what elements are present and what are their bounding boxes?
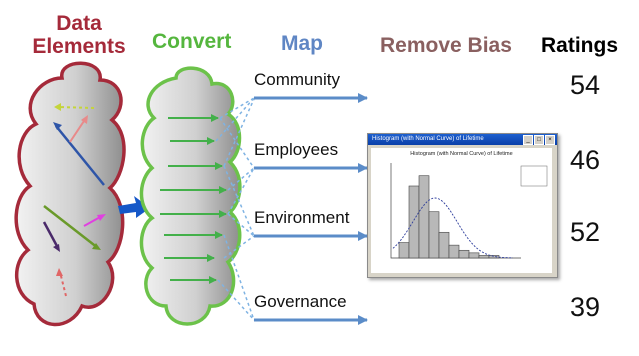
remove-bias-heading: Remove Bias bbox=[380, 34, 512, 57]
histogram-bar bbox=[418, 175, 430, 259]
histogram-window-titlebar: Histogram (with Normal Curve) of Lifetim… bbox=[368, 134, 557, 145]
histogram-bar bbox=[428, 211, 440, 259]
histogram-window-title: Histogram (with Normal Curve) of Lifetim… bbox=[372, 136, 484, 142]
histogram-window: Histogram (with Normal Curve) of Lifetim… bbox=[367, 133, 558, 278]
histogram-plot-area: Histogram (with Normal Curve) of Lifetim… bbox=[371, 148, 552, 273]
histogram-bar bbox=[468, 252, 480, 259]
rating-environment: 52 bbox=[570, 217, 601, 247]
data-element-arrows bbox=[42, 103, 106, 297]
histogram-bar bbox=[478, 255, 490, 259]
histogram-normal-curve bbox=[392, 197, 514, 259]
convert-arrows bbox=[160, 114, 227, 284]
minimize-button[interactable]: _ bbox=[523, 135, 533, 145]
category-environment: Environment bbox=[254, 208, 350, 227]
histogram-bar bbox=[438, 231, 450, 259]
map-arrows bbox=[254, 93, 368, 325]
histogram-bar bbox=[408, 185, 420, 259]
data-elements-heading-line2: Elements bbox=[32, 35, 126, 58]
category-governance: Governance bbox=[254, 292, 347, 311]
mapping-lines bbox=[215, 97, 255, 321]
histogram-chart-title: Histogram (with Normal Curve) of Lifetim… bbox=[410, 151, 513, 157]
rating-governance: 39 bbox=[570, 292, 601, 322]
ratings-heading: Ratings bbox=[541, 34, 619, 57]
category-employees: Employees bbox=[254, 140, 339, 159]
histogram-bar bbox=[488, 255, 500, 259]
data-elements-heading-line1: Data bbox=[56, 12, 102, 35]
map-heading: Map bbox=[281, 32, 323, 55]
histogram-bar bbox=[398, 242, 410, 259]
histogram-legend bbox=[520, 165, 548, 187]
data-to-convert-arrow bbox=[118, 196, 150, 218]
rating-employees: 46 bbox=[570, 145, 601, 175]
histogram-bar bbox=[458, 249, 470, 259]
category-community: Community bbox=[254, 70, 340, 89]
rating-community: 54 bbox=[570, 70, 601, 100]
convert-cloud bbox=[139, 66, 242, 326]
close-button[interactable]: × bbox=[545, 135, 555, 145]
histogram-chart bbox=[390, 163, 548, 259]
maximize-button[interactable]: □ bbox=[534, 135, 544, 145]
data-elements-cloud bbox=[14, 61, 126, 327]
data-elements-heading: Data Elements bbox=[18, 12, 140, 58]
convert-heading: Convert bbox=[152, 30, 232, 53]
histogram-bar bbox=[448, 244, 460, 259]
